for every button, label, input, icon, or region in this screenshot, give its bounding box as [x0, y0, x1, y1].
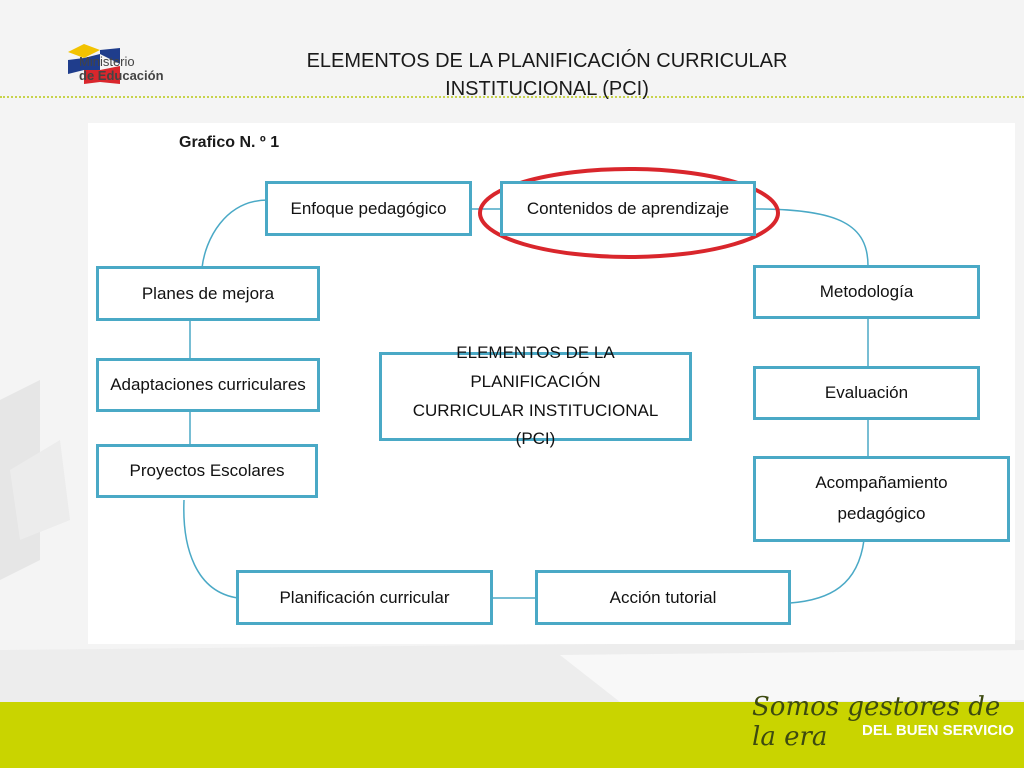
node-label-line-2: pedagógico: [837, 504, 926, 523]
node-label: Planificación curricular: [279, 587, 450, 607]
node-label: Acción tutorial: [609, 587, 717, 607]
footer-slogan-script: Somos gestores de la era: [752, 692, 1001, 752]
node-label: Adaptaciones curriculares: [110, 375, 306, 395]
node-evaluacion: Evaluación: [753, 366, 980, 420]
node-label: Proyectos Escolares: [129, 461, 285, 481]
node-label: Metodología: [819, 282, 914, 302]
node-acompanamiento-pedagogico: Acompañamiento pedagógico: [753, 456, 1010, 542]
node-label: Evaluación: [824, 383, 909, 403]
node-enfoque-pedagogico: Enfoque pedagógico: [265, 181, 472, 236]
node-label: Contenidos de aprendizaje: [526, 198, 730, 218]
slide-title-line-2: INSTITUCIONAL (PCI): [445, 78, 649, 100]
node-proyectos-escolares: Proyectos Escolares: [96, 444, 318, 498]
node-contenidos-aprendizaje: Contenidos de aprendizaje: [500, 181, 756, 236]
logo-line-1: Ministerio: [79, 54, 135, 69]
logo-line-2: de Educación: [79, 68, 164, 83]
footer-slogan-bold: DEL BUEN SERVICIO: [862, 722, 1014, 739]
node-planes-mejora: Planes de mejora: [96, 266, 320, 321]
diagram-center-title: ELEMENTOS DE LA PLANIFICACIÓN CURRICULAR…: [379, 343, 692, 448]
node-adaptaciones-curriculares: Adaptaciones curriculares: [96, 358, 320, 412]
node-label-line-1: Acompañamiento: [815, 473, 948, 493]
ministry-logo: [68, 44, 120, 84]
node-metodologia: Metodología: [753, 265, 980, 319]
center-title-line-1: ELEMENTOS DE LA PLANIFICACIÓN: [456, 342, 615, 391]
center-title-line-2: CURRICULAR INSTITUCIONAL (PCI): [412, 400, 659, 449]
ministry-logo-text: Ministerio de Educación: [79, 55, 164, 83]
header-divider: [0, 96, 1024, 98]
node-label: Enfoque pedagógico: [290, 198, 447, 218]
node-planificacion-curricular: Planificación curricular: [236, 570, 493, 625]
slide-title-line-1: ELEMENTOS DE LA PLANIFICACIÓN CURRICULAR: [306, 50, 788, 72]
node-label: Planes de mejora: [141, 283, 275, 303]
footer-band: [0, 702, 1024, 768]
highlight-ellipse: [478, 167, 780, 259]
node-accion-tutorial: Acción tutorial: [535, 570, 791, 625]
slide-title: ELEMENTOS DE LA PLANIFICACIÓN CURRICULAR…: [250, 47, 844, 103]
graph-caption: Grafico N. º 1: [179, 134, 280, 151]
